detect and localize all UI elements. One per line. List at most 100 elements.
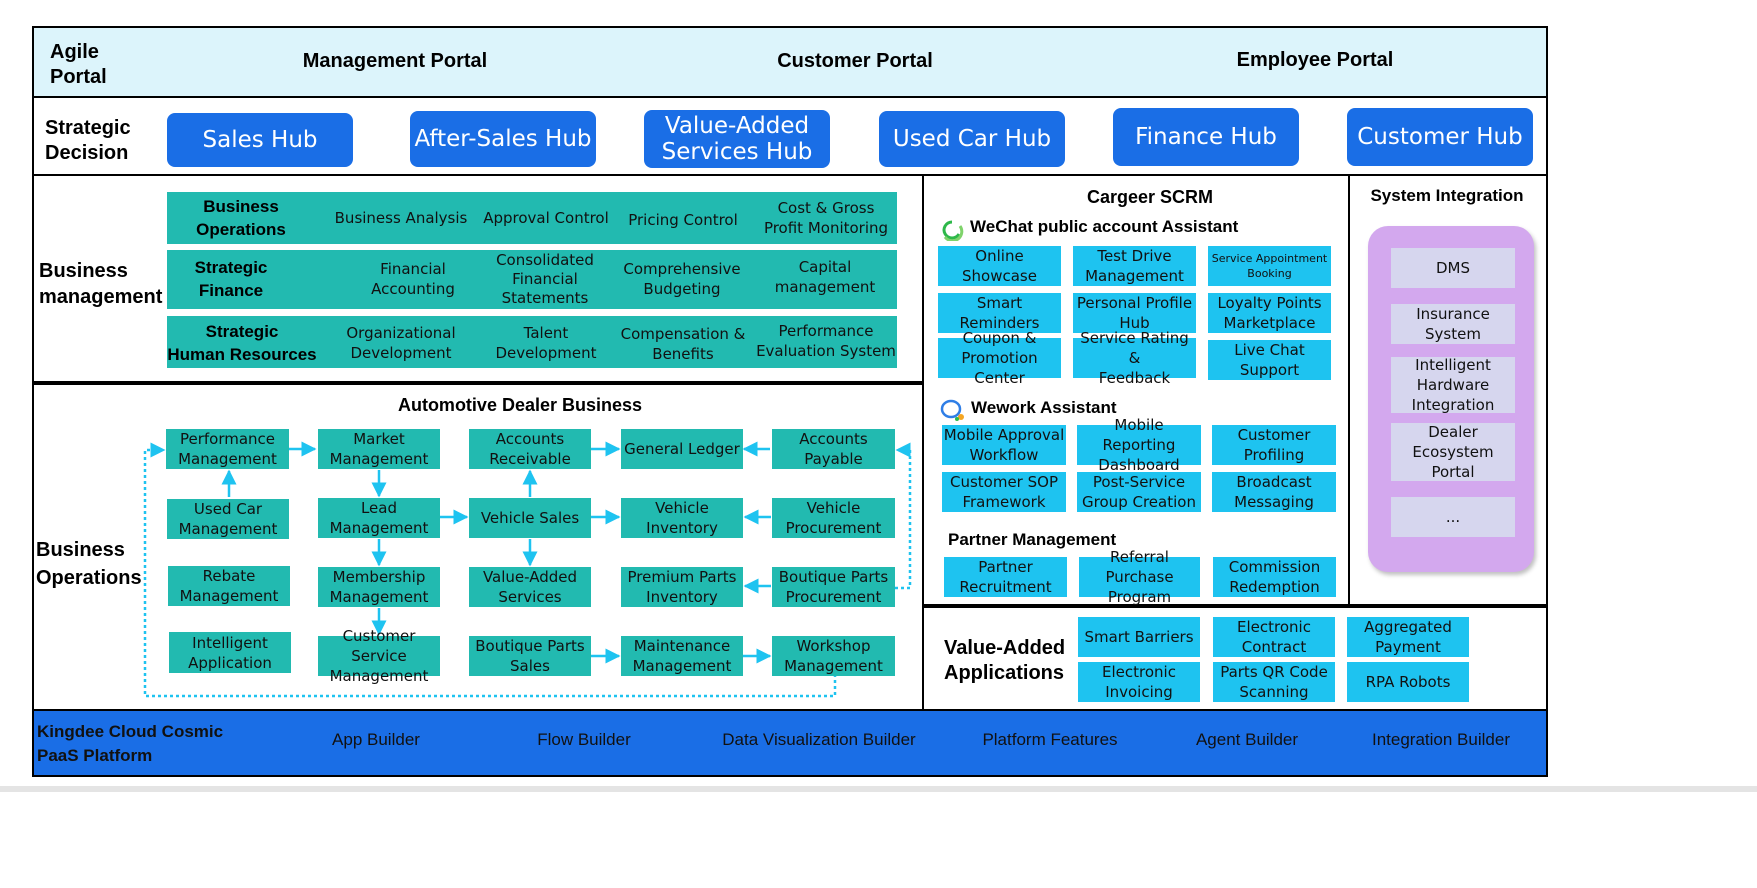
wework-post-service-group[interactable]: Post-Service Group Creation bbox=[1077, 472, 1201, 512]
business-management-label: Business management bbox=[39, 260, 163, 308]
platform-agent-builder[interactable]: Agent Builder bbox=[1195, 730, 1299, 749]
bm-row-finance bbox=[167, 250, 897, 309]
app-electronic-contract[interactable]: Electronic Contract bbox=[1213, 617, 1335, 657]
app-electronic-invoicing[interactable]: Electronic Invoicing bbox=[1078, 662, 1200, 702]
bm-cost-gross-profit[interactable]: Cost & Gross Profit Monitoring bbox=[763, 199, 889, 237]
agile-portal-label: Agile Portal bbox=[50, 41, 107, 88]
bm-financial-accounting[interactable]: Financial Accounting bbox=[371, 260, 455, 298]
platform-integration-builder[interactable]: Integration Builder bbox=[1372, 730, 1510, 749]
bm-consolidated-statements[interactable]: Consolidated Financial Statements bbox=[496, 250, 594, 307]
bm-capital-management[interactable]: Capital management bbox=[774, 258, 876, 296]
automotive-dealer-title: Automotive Dealer Business bbox=[397, 394, 643, 415]
app-parts-qr-scanning[interactable]: Parts QR Code Scanning bbox=[1213, 662, 1335, 702]
node-vehicle-sales[interactable]: Vehicle Sales bbox=[469, 498, 591, 538]
business-operations-label: Business Operations bbox=[36, 539, 142, 589]
wework-customer-sop[interactable]: Customer SOP Framework bbox=[942, 472, 1066, 512]
bm-performance-evaluation[interactable]: Performance Evaluation System bbox=[756, 322, 896, 360]
node-maintenance-management[interactable]: Maintenance Management bbox=[621, 636, 743, 676]
finance-hub[interactable]: Finance Hub bbox=[1113, 108, 1299, 166]
scrm-section bbox=[924, 176, 1350, 606]
si-insurance-system[interactable]: Insurance System bbox=[1391, 304, 1515, 344]
business-management-section bbox=[32, 176, 924, 383]
platform-app-builder[interactable]: App Builder bbox=[332, 730, 420, 749]
wework-mobile-approval[interactable]: Mobile Approval Workflow bbox=[942, 425, 1066, 465]
node-lead-management[interactable]: Lead Management bbox=[318, 498, 440, 538]
partner-recruitment[interactable]: Partner Recruitment bbox=[944, 557, 1067, 597]
wechat-smart-reminders[interactable]: Smart Reminders bbox=[938, 293, 1061, 333]
bm-pricing-control[interactable]: Pricing Control bbox=[628, 211, 738, 229]
business-operations-section bbox=[32, 383, 924, 711]
value-added-apps-label: Value-Added Applications bbox=[944, 637, 1066, 684]
management-portal[interactable]: Management Portal bbox=[302, 49, 488, 72]
node-boutique-parts-procurement[interactable]: Boutique Parts Procurement bbox=[772, 567, 895, 607]
employee-portal[interactable]: Employee Portal bbox=[1236, 48, 1394, 71]
wechat-test-drive[interactable]: Test Drive Management bbox=[1073, 246, 1196, 286]
node-general-ledger[interactable]: General Ledger bbox=[621, 429, 743, 469]
wechat-title: WeChat public account Assistant bbox=[970, 217, 1239, 236]
bm-compensation-benefits[interactable]: Compensation & Benefits bbox=[620, 325, 746, 363]
wechat-icon bbox=[940, 219, 964, 243]
customer-hub[interactable]: Customer Hub bbox=[1347, 108, 1533, 166]
bm-business-analysis[interactable]: Business Analysis bbox=[334, 209, 468, 227]
platform-features[interactable]: Platform Features bbox=[982, 730, 1118, 749]
wework-broadcast-messaging[interactable]: Broadcast Messaging bbox=[1212, 472, 1336, 512]
bm-talent-development[interactable]: Talent Development bbox=[495, 324, 597, 362]
node-boutique-parts-sales[interactable]: Boutique Parts Sales bbox=[469, 636, 591, 676]
node-used-car-management[interactable]: Used Car Management bbox=[167, 499, 289, 539]
agile-portal-row bbox=[32, 26, 1548, 98]
system-integration-section bbox=[1348, 176, 1548, 606]
node-market-management[interactable]: Market Management bbox=[318, 429, 440, 469]
value-added-apps-section bbox=[924, 606, 1548, 711]
scrm-title: Cargeer SCRM bbox=[1086, 186, 1214, 207]
si-intelligent-hardware[interactable]: Intelligent Hardware Integration bbox=[1391, 356, 1515, 414]
platform-data-visualization-builder[interactable]: Data Visualization Builder bbox=[722, 730, 916, 749]
value-added-services-hub[interactable]: Value-Added Services Hub bbox=[644, 110, 830, 168]
sales-hub[interactable]: Sales Hub bbox=[167, 113, 353, 167]
bm-head-strategic-finance: Strategic Finance bbox=[194, 258, 268, 300]
customer-portal[interactable]: Customer Portal bbox=[777, 49, 933, 72]
node-premium-parts-inventory[interactable]: Premium Parts Inventory bbox=[621, 567, 743, 607]
bm-comprehensive-budgeting[interactable]: Comprehensive Budgeting bbox=[623, 260, 741, 298]
partner-referral-purchase[interactable]: Referral Purchase Program bbox=[1079, 548, 1200, 606]
node-intelligent-application[interactable]: Intelligent Application bbox=[169, 632, 291, 673]
strategic-decision-label: Strategic Decision bbox=[45, 117, 131, 164]
si-dealer-ecosystem-portal[interactable]: Dealer Ecosystem Portal bbox=[1391, 423, 1515, 481]
node-membership-management[interactable]: Membership Management bbox=[318, 567, 440, 607]
platform-flow-builder[interactable]: Flow Builder bbox=[537, 730, 631, 749]
bm-organizational-development[interactable]: Organizational Development bbox=[346, 324, 456, 362]
wework-mobile-reporting[interactable]: Mobile Reporting Dashboard bbox=[1077, 416, 1201, 474]
bm-row-hr bbox=[167, 316, 897, 368]
strategic-decision-row bbox=[32, 98, 1548, 176]
wework-customer-profiling[interactable]: Customer Profiling bbox=[1212, 425, 1336, 465]
node-vehicle-inventory[interactable]: Vehicle Inventory bbox=[621, 498, 743, 538]
wechat-personal-profile[interactable]: Personal Profile Hub bbox=[1073, 293, 1196, 333]
bm-row-operations bbox=[167, 192, 897, 244]
node-rebate-management[interactable]: Rebate Management bbox=[168, 566, 290, 606]
wechat-coupon-promotion[interactable]: Coupon & Promotion Center bbox=[938, 329, 1061, 387]
bottom-scroll-strip bbox=[0, 786, 1757, 792]
wechat-service-rating[interactable]: Service Rating & Feedback bbox=[1073, 329, 1196, 387]
after-sales-hub[interactable]: After-Sales Hub bbox=[410, 111, 596, 167]
partner-commission-redemption[interactable]: Commission Redemption bbox=[1213, 557, 1336, 597]
si-more[interactable]: ... bbox=[1391, 497, 1515, 537]
node-performance-management[interactable]: Performance Management bbox=[166, 429, 289, 469]
node-workshop-management[interactable]: Workshop Management bbox=[772, 636, 895, 676]
app-smart-barriers[interactable]: Smart Barriers bbox=[1078, 617, 1200, 657]
partner-title: Partner Management bbox=[948, 530, 1117, 549]
node-accounts-receivable[interactable]: Accounts Receivable bbox=[469, 429, 591, 469]
wechat-service-appointment[interactable]: Service Appointment Booking bbox=[1208, 246, 1331, 286]
wechat-live-chat[interactable]: Live Chat Support bbox=[1208, 340, 1331, 380]
used-car-hub[interactable]: Used Car Hub bbox=[879, 111, 1065, 167]
system-integration-title: System Integration bbox=[1370, 186, 1524, 205]
wechat-online-showcase[interactable]: Online Showcase bbox=[938, 246, 1061, 286]
wework-icon bbox=[940, 398, 966, 422]
node-vehicle-procurement[interactable]: Vehicle Procurement bbox=[772, 498, 895, 538]
node-accounts-payable[interactable]: Accounts Payable bbox=[772, 429, 895, 469]
bm-approval-control[interactable]: Approval Control bbox=[483, 209, 609, 227]
node-value-added-services[interactable]: Value-Added Services bbox=[469, 567, 591, 607]
si-dms[interactable]: DMS bbox=[1391, 248, 1515, 288]
app-rpa-robots[interactable]: RPA Robots bbox=[1347, 662, 1469, 702]
node-customer-service-management[interactable]: Customer Service Management bbox=[318, 627, 440, 685]
app-aggregated-payment[interactable]: Aggregated Payment bbox=[1347, 617, 1469, 657]
wechat-loyalty-points[interactable]: Loyalty Points Marketplace bbox=[1208, 293, 1331, 333]
